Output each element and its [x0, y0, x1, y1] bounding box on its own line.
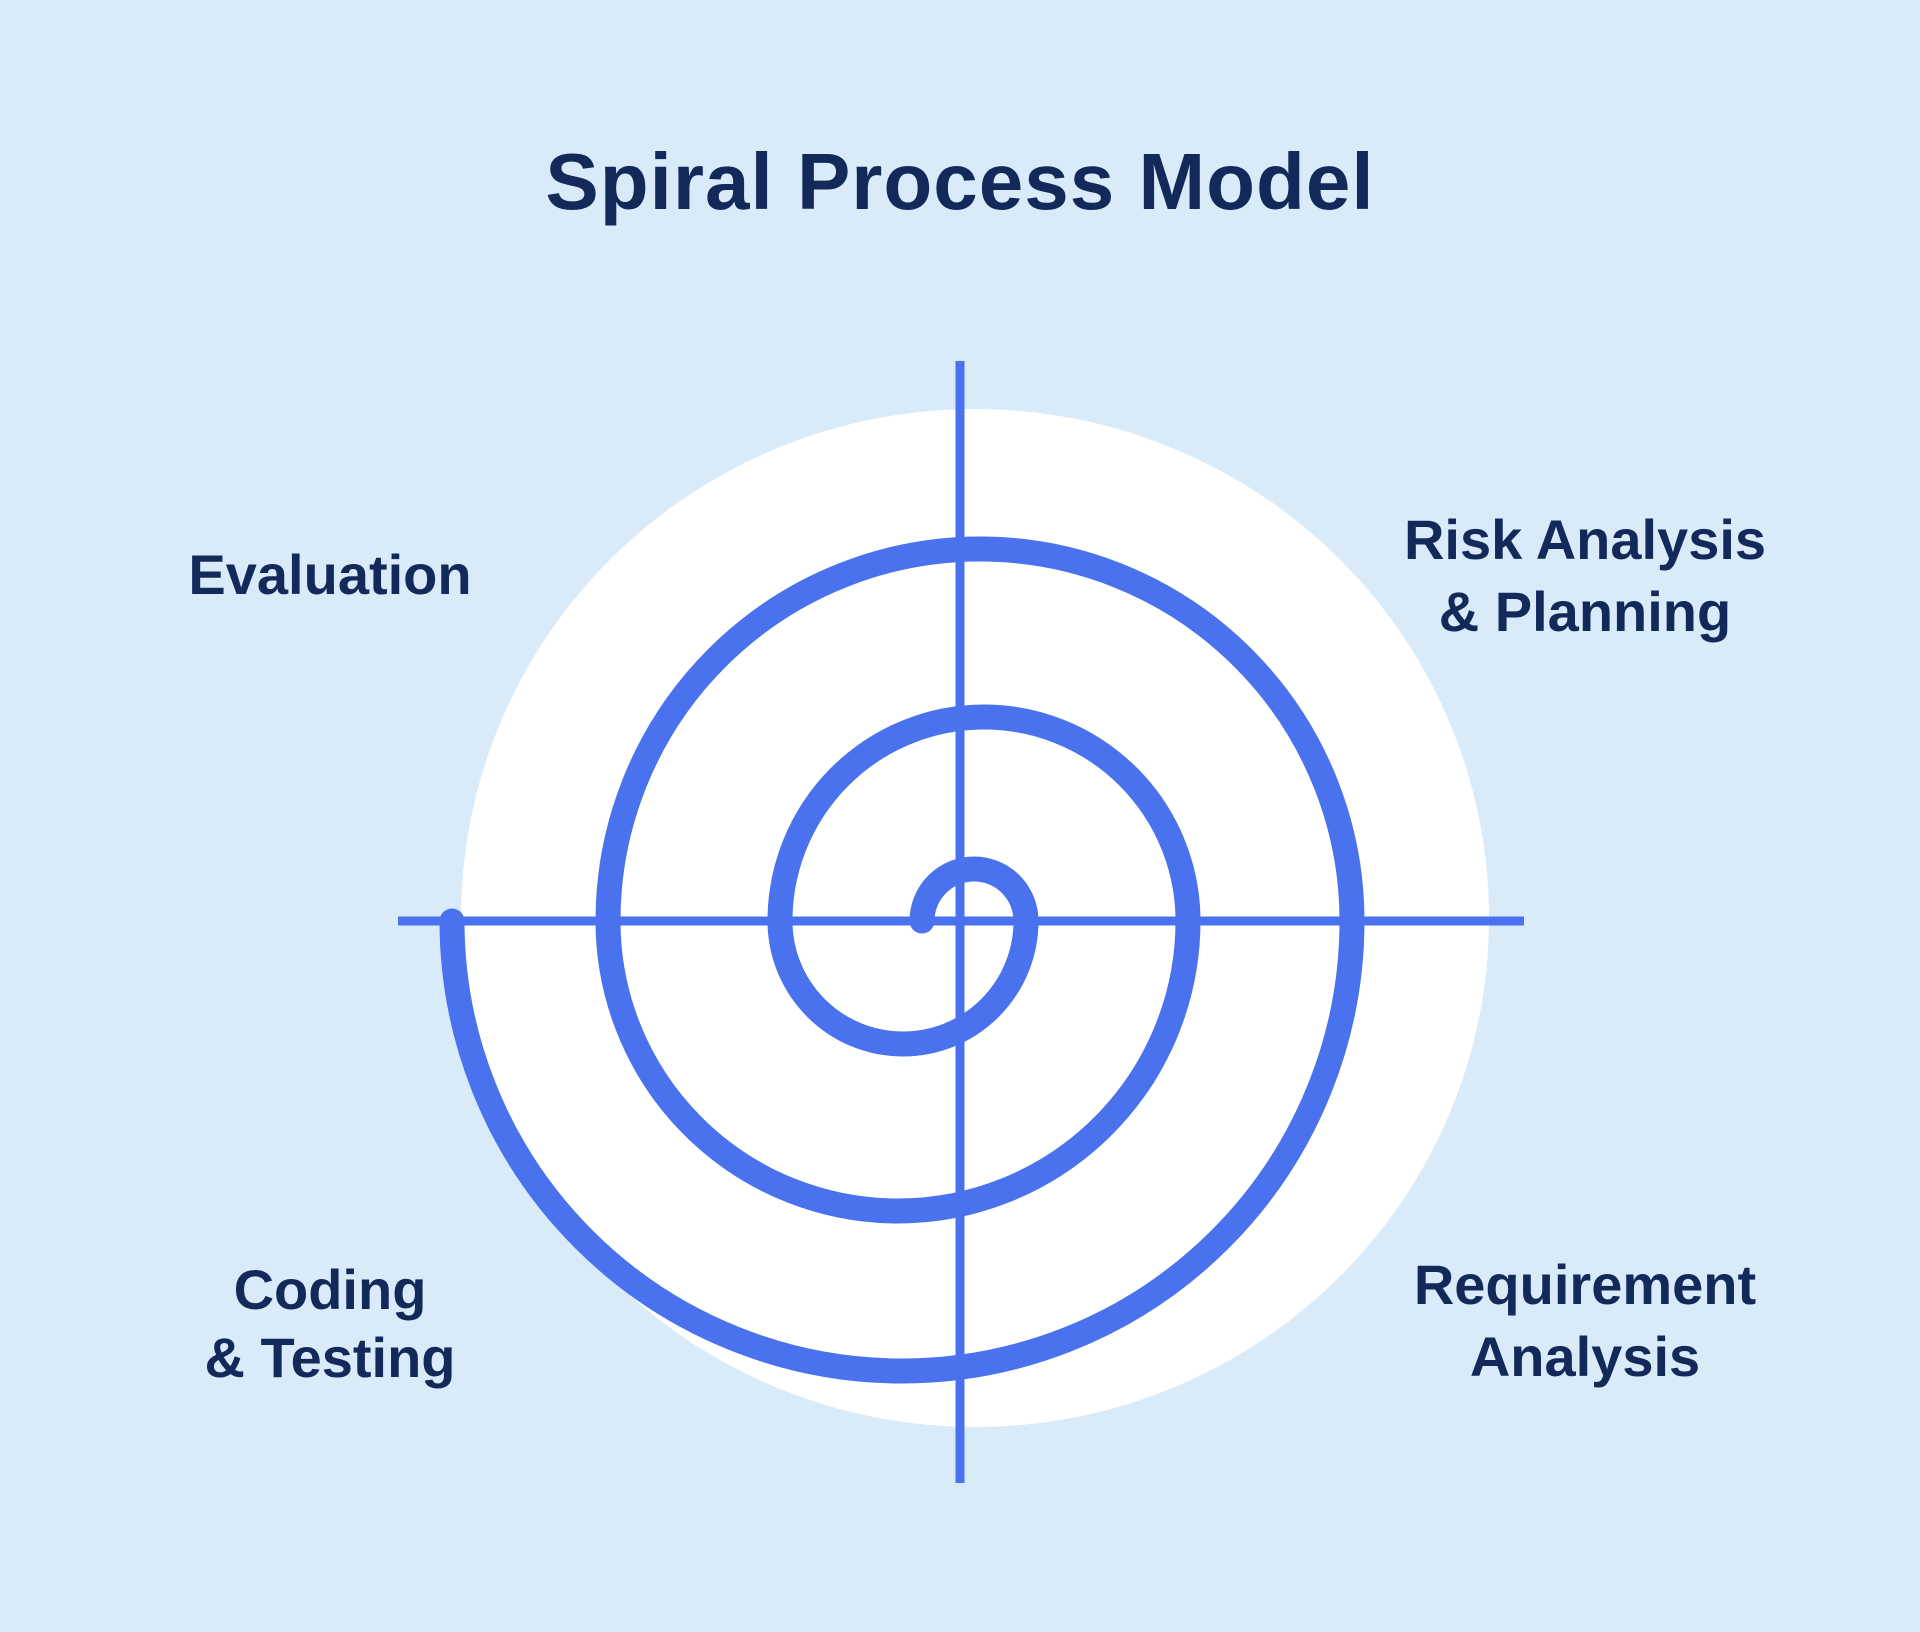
label-line: Coding	[233, 1258, 427, 1321]
label-line: Requirement	[1413, 1253, 1757, 1316]
label-line: Analysis	[1469, 1325, 1701, 1388]
quadrant-label-risk-analysis-planning: Risk Analysis & Planning	[1325, 504, 1845, 648]
quadrant-label-requirement-analysis: Requirement Analysis	[1325, 1249, 1845, 1393]
spiral-path	[439, 536, 1365, 1384]
label-line: & Testing	[204, 1326, 456, 1389]
page-title: Spiral Process Model	[545, 137, 1375, 226]
label-line: Evaluation	[188, 543, 472, 606]
quadrant-label-evaluation: Evaluation	[80, 540, 580, 610]
label-line: Risk Analysis	[1403, 508, 1767, 571]
label-line: & Planning	[1438, 580, 1732, 643]
quadrant-label-coding-testing: Coding & Testing	[80, 1256, 580, 1392]
